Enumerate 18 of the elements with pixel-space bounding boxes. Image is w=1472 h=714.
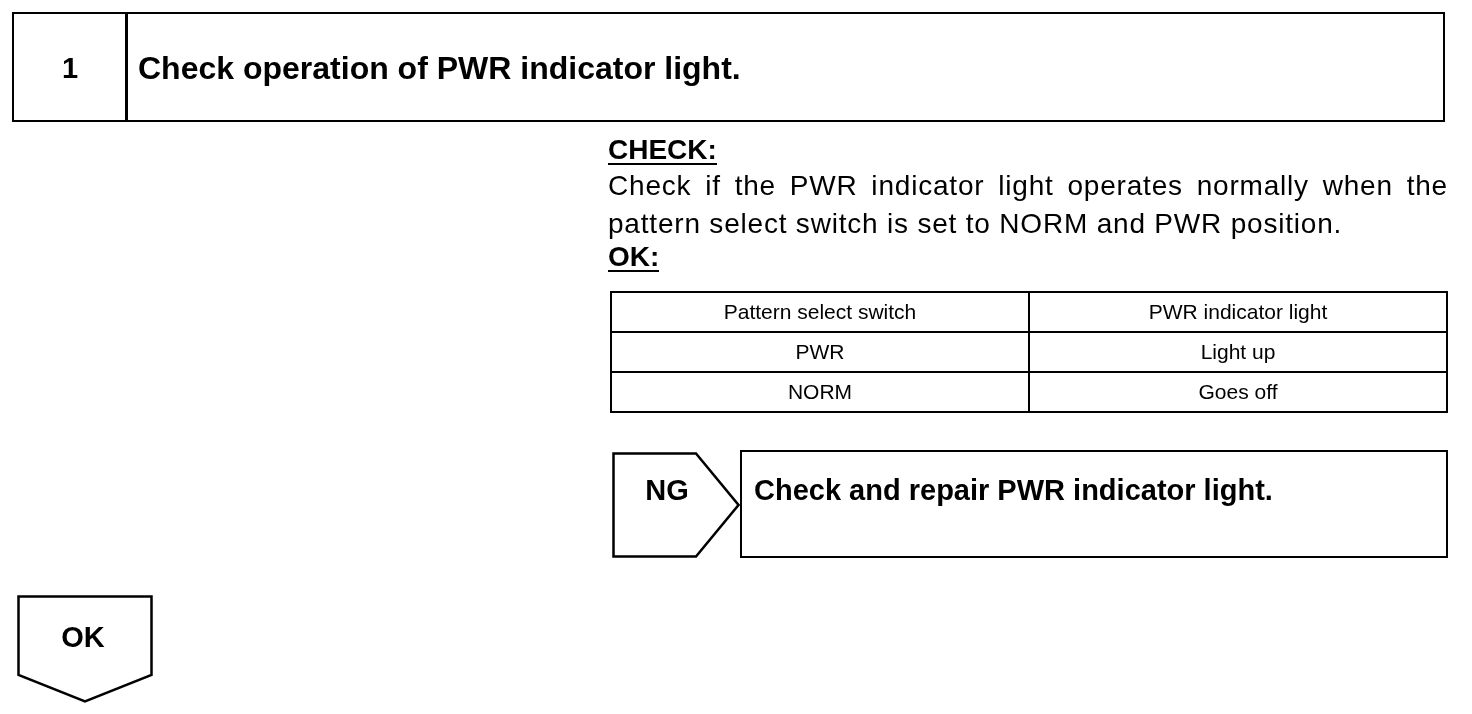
table-cell: PWR	[611, 332, 1029, 372]
section-heading: CHECK:	[608, 137, 717, 165]
table-header-cell: Pattern select switch	[611, 292, 1029, 332]
result-arrow-tab	[17, 595, 153, 703]
table-cell: NORM	[611, 372, 1029, 412]
step-title: Check operation of PWR indicator light.	[138, 49, 741, 87]
result-label: OK	[61, 619, 105, 655]
section-heading: OK:	[608, 244, 660, 272]
action-box	[740, 450, 1448, 558]
result-label: NG	[645, 472, 689, 508]
step-number: 1	[61, 50, 79, 86]
table-cell: Light up	[1029, 332, 1447, 372]
step-box	[12, 12, 1445, 122]
table-header-cell: PWR indicator light	[1029, 292, 1447, 332]
action-text: Check and repair PWR indicator light.	[754, 472, 1273, 508]
instruction-text: Check if the PWR indicator light operates normally when the pattern select switch is set to NORM and PWR position.	[608, 169, 1448, 241]
result-arrow-tab	[612, 452, 740, 558]
table-cell: Goes off	[1029, 372, 1447, 412]
